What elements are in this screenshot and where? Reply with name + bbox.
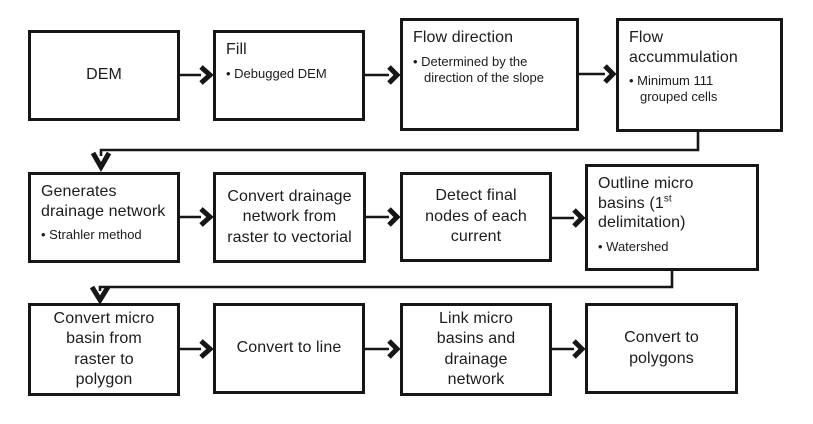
box-generates-drainage-network-title: Generates drainage network xyxy=(41,183,166,220)
box-convert-micro-basin-title: Convert micro basin from raster to polyg… xyxy=(53,309,155,388)
box-fill-title: Fill xyxy=(226,41,247,58)
arrow-generates-to-convert-drainage xyxy=(180,207,214,227)
box-convert-drainage-network-title: Convert drainage network from raster to … xyxy=(227,187,352,246)
box-outline-micro-basins: Outline micro basins (1st delimitation) … xyxy=(585,164,759,271)
arrow-dem-to-fill xyxy=(180,65,214,85)
box-convert-to-line-title: Convert to line xyxy=(236,339,342,357)
box-outline-micro-basins-bullet: • Watershed xyxy=(598,238,669,254)
box-flow-direction: Flow direction • Determined by the direc… xyxy=(400,18,579,131)
box-outline-micro-basins-title-sup: st xyxy=(663,193,672,205)
box-detect-final-nodes: Detect final nodes of each current xyxy=(400,172,552,262)
connector-row2-to-row3 xyxy=(89,271,674,305)
box-convert-micro-basin: Convert micro basin from raster to polyg… xyxy=(28,303,180,396)
box-flow-direction-title: Flow direction xyxy=(413,29,514,46)
box-detect-final-nodes-title: Detect final nodes of each current xyxy=(425,187,527,246)
arrow-convert-drainage-to-detect-nodes xyxy=(366,207,401,227)
box-convert-to-polygons: Convert to polygons xyxy=(585,303,738,394)
box-outline-micro-basins-title-post: delimitation) xyxy=(598,214,686,232)
arrow-fill-to-flow-direction xyxy=(364,65,401,85)
arrow-link-basins-to-convert-polygons xyxy=(552,339,586,359)
box-generates-drainage-network-bullet: • Strahler method xyxy=(41,227,142,243)
box-link-micro-basins: Link micro basins and drainage network xyxy=(400,303,552,396)
arrow-detect-nodes-to-outline-basins xyxy=(552,208,586,228)
box-flow-accumulation-bullet: • Minimum 111 grouped cells xyxy=(629,73,718,105)
arrow-flow-direction-to-flow-accumulation xyxy=(579,64,617,84)
box-fill-bullet: • Debugged DEM xyxy=(226,65,327,81)
box-flow-accumulation-title: Flow accummulation xyxy=(629,29,738,66)
box-convert-to-polygons-title: Convert to polygons xyxy=(624,329,699,367)
box-convert-drainage-network: Convert drainage network from raster to … xyxy=(213,172,366,263)
box-outline-micro-basins-title: Outline micro basins (1st delimitation) xyxy=(598,174,746,233)
box-flow-accumulation: Flow accummulation • Minimum 111 grouped… xyxy=(616,18,783,132)
box-dem: DEM xyxy=(28,30,180,121)
box-convert-to-line: Convert to line xyxy=(213,303,365,394)
box-outline-micro-basins-title-pre: Outline micro basins (1 xyxy=(598,175,694,212)
box-dem-title: DEM xyxy=(86,66,122,84)
box-fill: Fill • Debugged DEM xyxy=(213,30,365,121)
box-flow-direction-bullet: • Determined by the direction of the slo… xyxy=(413,53,544,85)
arrow-convert-line-to-link-basins xyxy=(365,339,401,359)
box-generates-drainage-network: Generates drainage network • Strahler me… xyxy=(28,172,180,263)
arrow-convert-basin-to-convert-line xyxy=(180,339,214,359)
box-link-micro-basins-title: Link micro basins and drainage network xyxy=(436,309,516,388)
connector-row1-to-row2 xyxy=(90,132,700,173)
